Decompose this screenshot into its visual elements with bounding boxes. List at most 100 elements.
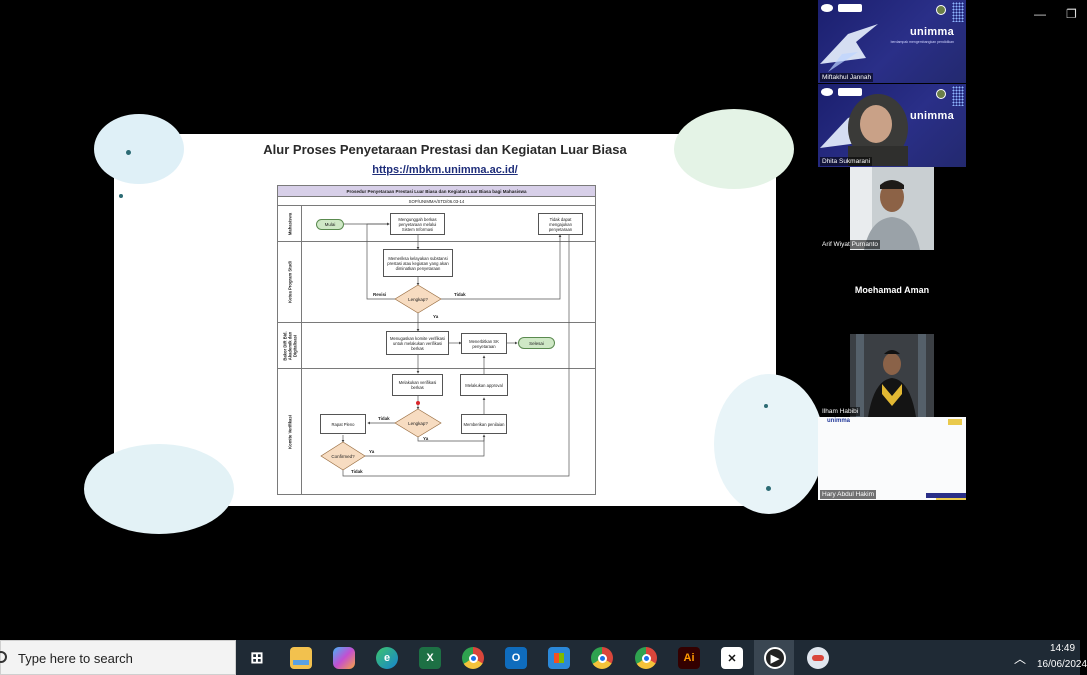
decision-complete-2: Lengkap?	[394, 408, 442, 438]
logo-badge	[838, 4, 862, 12]
finish-node: Selesai	[518, 337, 555, 349]
screen-share-logo: unimma	[827, 418, 851, 424]
screen-share-stripe	[936, 498, 966, 500]
lane-label: Bakor DIR Bid. Akademik dan Digitalisasi	[278, 323, 302, 368]
clock-date[interactable]: 16/06/2024	[1037, 659, 1087, 670]
screen-share-badge	[948, 419, 962, 425]
lane-komite: Komite Verifikasi	[278, 369, 595, 494]
participant-tile[interactable]: Arif Wiyat Purnanto	[820, 167, 934, 250]
slide-decoration	[84, 444, 234, 534]
shared-slide: Alur Proses Penyetaraan Prestasi dan Keg…	[84, 109, 824, 534]
lane-mahasiswa: Mahasiswa	[278, 206, 595, 242]
participant-tile[interactable]: Ilham Habibi	[820, 334, 934, 417]
edge-icon[interactable]: e	[376, 647, 398, 669]
illustrator-icon[interactable]: Ai	[678, 647, 700, 669]
search-input[interactable]: Type here to search	[18, 651, 133, 666]
restore-button[interactable]: ❐	[1066, 0, 1080, 28]
approval-node: Melakukan approval	[460, 374, 508, 396]
verify-node: Melakukan verifikasi berkas	[392, 374, 443, 396]
start-node: Mulai	[316, 219, 344, 230]
media-player-icon[interactable]: ▶	[764, 647, 786, 669]
slide-decoration	[714, 374, 824, 514]
mic-icon	[936, 5, 946, 15]
assign-committee-node: Menugaskan komite verifikasi untuk melak…	[386, 331, 449, 355]
slide-decoration	[94, 114, 184, 184]
participant-tile[interactable]: unimma Hary Abdul Hakim	[818, 417, 966, 500]
cannot-submit-node: Tidak dapat mengajukan penyetaraan	[538, 213, 583, 235]
slide-dot	[126, 150, 131, 155]
decorative-dots	[952, 2, 964, 22]
lane-label: Ketua Program Studi	[278, 242, 302, 322]
slide-dot	[764, 404, 768, 408]
chrome-profile-icon[interactable]	[635, 647, 657, 669]
excel-icon[interactable]: X	[419, 647, 441, 669]
slide-decoration	[674, 109, 794, 189]
issue-sk-node: Menerbitkan SK penyetaraan	[461, 333, 507, 354]
participant-avatar	[848, 94, 908, 166]
copilot-icon[interactable]	[333, 647, 355, 669]
chrome-profile-icon[interactable]	[591, 647, 613, 669]
decorative-dots	[952, 86, 964, 106]
minimize-button[interactable]: —	[1028, 0, 1052, 28]
participant-name: Arif Wiyat Purnanto	[820, 240, 880, 249]
label-ya: Ya	[423, 436, 429, 441]
participant-name: Hary Abdul Hakim	[820, 490, 877, 499]
label-revisi: Revisi	[373, 292, 387, 297]
slide-dot	[119, 194, 123, 198]
participant-name: Miftakhul Jannah	[820, 73, 874, 82]
search-icon	[0, 651, 7, 663]
logo-badge	[838, 88, 862, 96]
tray-chevron-up-icon[interactable]: ︿	[1014, 652, 1027, 666]
flowchart-code: SOP/UNIMMA/STD/06.03-14	[278, 197, 595, 206]
outlook-icon[interactable]: O	[505, 647, 527, 669]
upload-node: Mengunggah berkas penyetaraan melalui Si…	[390, 213, 445, 235]
check-eligibility-node: Memeriksa kelayakan substansi prestasi a…	[383, 249, 453, 277]
unimma-tagline: berdampak mengembangkan pendidikan	[890, 40, 954, 44]
label-ya: Ya	[433, 314, 439, 319]
lane-label: Komite Verifikasi	[278, 369, 302, 494]
cloud-app-icon[interactable]	[807, 647, 829, 669]
label-tidak: Tidak	[454, 292, 466, 297]
file-explorer-icon[interactable]	[290, 647, 312, 669]
chrome-icon[interactable]	[462, 647, 484, 669]
label-tidak: Tidak	[378, 416, 390, 421]
decision-complete-1: Lengkap?	[394, 284, 442, 314]
taskbar-search[interactable]: Type here to search	[0, 640, 236, 675]
flowchart: Prosedur Penyetaraan Prestasi Luar Biasa…	[277, 185, 596, 495]
slide-title: Alur Proses Penyetaraan Prestasi dan Keg…	[263, 142, 627, 157]
taskbar: Type here to search ⊞ e X O Ai ✕ ▶ ︿ 14:…	[0, 640, 1087, 675]
minimize-icon: —	[1034, 7, 1046, 21]
participant-name: Ilham Habibi	[820, 407, 861, 416]
unimma-logo: unimma	[910, 26, 954, 38]
decision-confirmed: Confirmed?	[320, 441, 366, 471]
slide-dot	[766, 486, 771, 491]
participant-tile[interactable]: unimma Dhita Sukmarani	[818, 84, 966, 167]
lane-ketua-prodi: Ketua Program Studi	[278, 242, 595, 323]
task-view-icon[interactable]: ⊞	[250, 650, 264, 667]
participant-video	[850, 334, 934, 417]
bird-graphic	[820, 24, 878, 72]
score-node: Memberikan penilaian	[461, 414, 507, 434]
plenary-node: Rapat Pleno	[320, 414, 366, 434]
lane-bakor: Bakor DIR Bid. Akademik dan Digitalisasi	[278, 323, 595, 369]
flowchart-connectors	[341, 222, 570, 477]
participant-name: Dhita Sukmarani	[820, 157, 873, 166]
participant-name-only[interactable]: Moehamad Aman	[854, 285, 930, 295]
mic-icon	[936, 89, 946, 99]
unimma-logo: unimma	[910, 110, 954, 122]
logo-badge	[821, 4, 833, 12]
store-icon[interactable]	[548, 647, 570, 669]
flowchart-header: Prosedur Penyetaraan Prestasi Luar Biasa…	[278, 186, 595, 197]
capcut-icon[interactable]: ✕	[721, 647, 743, 669]
label-ya: Ya	[369, 449, 375, 454]
lane-label: Mahasiswa	[278, 206, 302, 241]
screen-share-stripe	[926, 493, 966, 498]
participant-tile[interactable]: unimma berdampak mengembangkan pendidika…	[818, 0, 966, 83]
slide-url[interactable]: https://mbkm.unimma.ac.id/	[372, 164, 518, 176]
participant-video	[850, 167, 934, 250]
label-tidak: Tidak	[351, 469, 363, 474]
clock-time[interactable]: 14:49	[1050, 643, 1076, 654]
logo-badge	[821, 88, 833, 96]
restore-icon: ❐	[1066, 7, 1077, 21]
